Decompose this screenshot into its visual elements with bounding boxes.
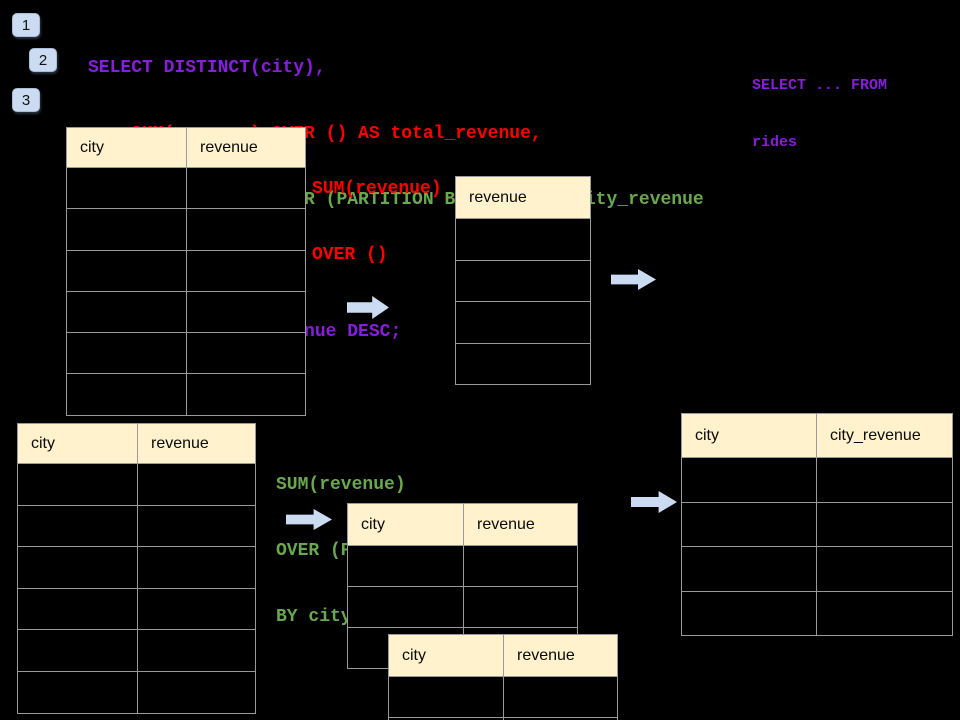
table-cell (18, 671, 138, 714)
table-cell (682, 458, 817, 503)
header-cell-revenue: revenue (187, 128, 306, 168)
step-badge-1: 1 (12, 13, 40, 37)
step-badge-2-label: 2 (38, 51, 48, 69)
table-partition-result: city city_revenue (681, 413, 953, 636)
side-note-line-2: rides (752, 134, 798, 151)
table-cell (348, 546, 464, 587)
table-cell (817, 502, 953, 547)
step-badge-2: 2 (29, 48, 57, 72)
table-cell (348, 587, 464, 628)
annotation-total-line-1: SUM(revenue) (312, 179, 442, 199)
header-cell-city: city (67, 128, 187, 168)
header-cell-revenue: revenue (464, 504, 578, 546)
table-cell (187, 291, 306, 334)
table-cell (187, 333, 306, 375)
table-source-top: city revenue (66, 127, 306, 416)
header-cell-city: city (18, 424, 138, 464)
table-cell (389, 718, 504, 720)
annotation-partition-line-1: SUM(revenue) (276, 475, 406, 495)
arrow-right-icon (631, 491, 677, 513)
table-cell (187, 168, 306, 210)
table-total-revenue: revenue (455, 176, 591, 385)
side-note-select-from-rides: SELECT ... FROM rides (752, 38, 887, 190)
table-cell (682, 591, 817, 636)
header-cell-city-revenue: city_revenue (817, 414, 953, 458)
table-cell (504, 677, 618, 718)
step-badge-3: 3 (12, 88, 40, 112)
table-cell (389, 677, 504, 718)
table-cell (138, 671, 256, 714)
header-cell-city: city (348, 504, 464, 546)
table-cell (187, 374, 306, 416)
annotation-total-revenue: SUM(revenue) OVER () (312, 134, 442, 310)
table-cell (464, 546, 578, 587)
table-cell (138, 547, 256, 589)
table-cell (67, 168, 187, 210)
table-cell (138, 505, 256, 548)
table-cell (67, 333, 187, 375)
side-note-line-1: SELECT ... FROM (752, 77, 888, 94)
table-cell (18, 547, 138, 589)
table-cell (456, 260, 591, 302)
table-cell (67, 209, 187, 251)
table-cell (138, 588, 256, 631)
annotation-total-line-2: OVER () (312, 245, 388, 265)
table-partition-group-b: city revenue (388, 634, 618, 720)
table-source-bottom: city revenue (17, 423, 256, 714)
step-badge-3-label: 3 (21, 91, 31, 109)
table-cell (67, 291, 187, 334)
header-cell-revenue: revenue (138, 424, 256, 464)
table-cell (682, 502, 817, 547)
table-cell (138, 464, 256, 506)
table-cell (504, 718, 618, 720)
table-cell (682, 547, 817, 592)
table-cell (18, 630, 138, 672)
table-cell (817, 547, 953, 592)
table-cell (18, 505, 138, 548)
header-cell-city: city (682, 414, 817, 458)
table-cell (187, 250, 306, 292)
table-cell (187, 209, 306, 251)
sql-line-select: SELECT DISTINCT(city), (88, 58, 326, 78)
table-cell (67, 374, 187, 416)
table-cell (138, 630, 256, 672)
step-badge-1-label: 1 (21, 16, 31, 34)
table-cell (464, 587, 578, 628)
table-cell (18, 588, 138, 631)
table-cell (18, 464, 138, 506)
table-cell (456, 302, 591, 344)
table-cell (817, 591, 953, 636)
header-cell-city: city (389, 635, 504, 677)
header-cell-revenue: revenue (456, 177, 591, 219)
table-cell (456, 219, 591, 261)
table-cell (817, 458, 953, 503)
header-cell-revenue: revenue (504, 635, 618, 677)
table-cell (456, 343, 591, 385)
table-cell (67, 250, 187, 292)
